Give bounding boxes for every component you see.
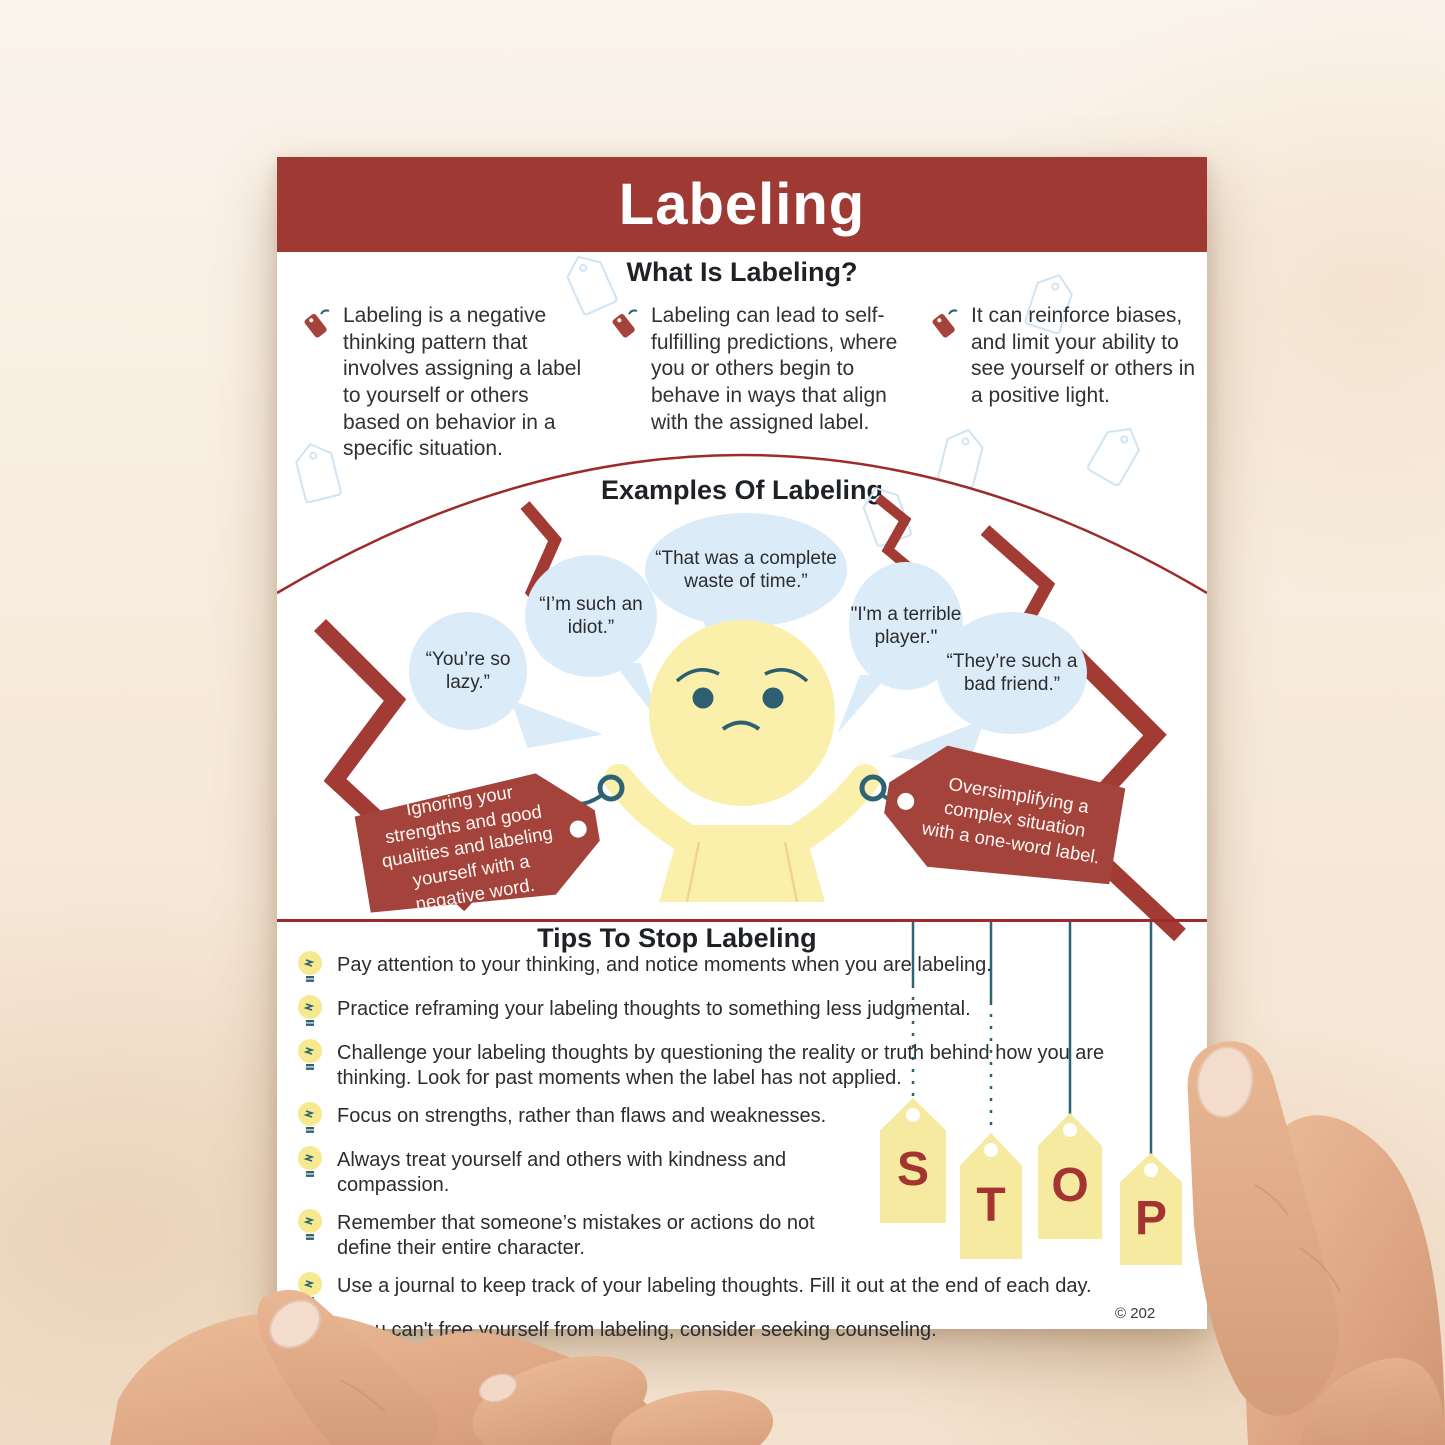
tip-text: Pay attention to your thinking, and noti… — [337, 954, 992, 976]
tip-item: Always treat yourself and others with ki… — [297, 1146, 1187, 1198]
section-divider — [277, 919, 1207, 922]
person-left-eye — [692, 687, 714, 709]
speech-bubble-tail — [613, 663, 661, 723]
what-point: Labeling is a negative thinking pattern … — [297, 303, 589, 463]
person-right-eyebrow — [764, 668, 809, 683]
tag-ring — [566, 774, 918, 806]
stop-letter: S — [896, 1143, 929, 1196]
lightbulb-icon — [298, 1146, 322, 1177]
bubble-text: “They’re such a bad friend.” — [946, 650, 1078, 695]
person-left-arm — [604, 764, 717, 862]
tag-hole — [906, 1108, 920, 1122]
what-point: Labeling can lead to self-fulfilling pre… — [605, 303, 910, 436]
tag-hole — [1144, 1163, 1158, 1177]
poster-title: Labeling — [618, 172, 866, 237]
tip-item: Practice reframing your labeling thought… — [297, 995, 1187, 1028]
stop-letter: P — [1134, 1191, 1167, 1245]
person-left-eyebrow — [675, 668, 720, 683]
person-body — [659, 825, 825, 902]
right-hand — [1187, 1041, 1445, 1445]
right-thumb — [1187, 1041, 1339, 1416]
what-point: It can reinforce biases, and limit your … — [925, 303, 1197, 410]
poster-header: Labeling — [277, 157, 1207, 252]
bubble-text: “That was a complete waste of time.” — [655, 547, 837, 592]
what-point-text: Labeling can lead to self-fulfilling pre… — [651, 304, 898, 434]
tag-icon — [932, 309, 958, 338]
person-head — [649, 620, 835, 806]
what-heading: What Is Labeling? — [626, 257, 858, 287]
tip-text: Focus on strengths, rather than flaws an… — [337, 1105, 827, 1127]
tag-icon — [612, 309, 638, 338]
tip-item: Remember that someone’s mistakes or acti… — [297, 1209, 1187, 1261]
lightbulb-icon — [298, 995, 322, 1026]
lightbulb-icon — [298, 1272, 322, 1303]
speech-bubble: “I’m such an idiot.” — [525, 555, 657, 677]
speech-bubble: “You’re so lazy.” — [409, 612, 527, 730]
right-tag-text: Oversimplifying a complex situation with… — [920, 773, 1102, 868]
tag-hole — [984, 1143, 998, 1157]
tip-text: If you can't free yourself from labeling… — [337, 1319, 937, 1341]
tag-icon — [304, 309, 330, 338]
examples-heading: Examples Of Labeling — [600, 475, 884, 505]
tip-item: Use a journal to keep track of your labe… — [297, 1272, 1187, 1305]
tip-item: Focus on strengths, rather than flaws an… — [297, 1102, 1187, 1135]
what-point-text: It can reinforce biases, and limit your … — [971, 304, 1196, 407]
speech-bubble-tail — [511, 700, 603, 748]
tip-item: If you can't free yourself from labeling… — [297, 1316, 1187, 1349]
lightbulb-icon — [298, 1209, 322, 1240]
lightbulb-icon — [298, 951, 322, 982]
bubble-text: “I’m such an idiot.” — [539, 593, 643, 638]
lightbulb-icon — [298, 1102, 322, 1133]
tip-text: Use a journal to keep track of your labe… — [337, 1275, 1092, 1297]
stop-letter: T — [976, 1178, 1006, 1232]
tip-text: Remember that someone’s mistakes or acti… — [337, 1212, 815, 1259]
lightbulb-icon — [298, 1039, 322, 1070]
person-mouth — [721, 720, 761, 731]
tip-text: Always treat yourself and others with ki… — [337, 1149, 787, 1196]
tip-item: Challenge your labeling thoughts by ques… — [297, 1039, 1187, 1091]
tag-hole — [1063, 1123, 1077, 1137]
left-tag-text: Ignoring your strengths and good qualiti… — [380, 780, 555, 914]
speech-bubble: “They’re such a bad friend.” — [937, 612, 1087, 734]
tip-text: Challenge your labeling thoughts by ques… — [337, 1042, 1105, 1089]
what-point-text: Labeling is a negative thinking pattern … — [343, 304, 582, 461]
speech-bubble: “That was a complete waste of time.” — [645, 513, 847, 627]
copyright-text: © 202 — [1115, 1305, 1156, 1322]
labeling-poster: Labeling — [277, 157, 1207, 1347]
bubble-text: “You’re so lazy.” — [425, 648, 511, 693]
tips-heading: Tips To Stop Labeling — [537, 923, 817, 953]
lightbulb-icon — [298, 1316, 322, 1347]
stop-letter: O — [1051, 1158, 1089, 1212]
tip-text: Practice reframing your labeling thought… — [337, 998, 971, 1020]
person-right-eye — [762, 687, 784, 709]
person-right-arm — [767, 764, 880, 862]
tip-item: Pay attention to your thinking, and noti… — [297, 951, 1187, 984]
bubble-text: "I'm a terrible player." — [850, 603, 962, 648]
labeling-tag-left: Ignoring your strengths and good qualiti… — [352, 762, 608, 928]
